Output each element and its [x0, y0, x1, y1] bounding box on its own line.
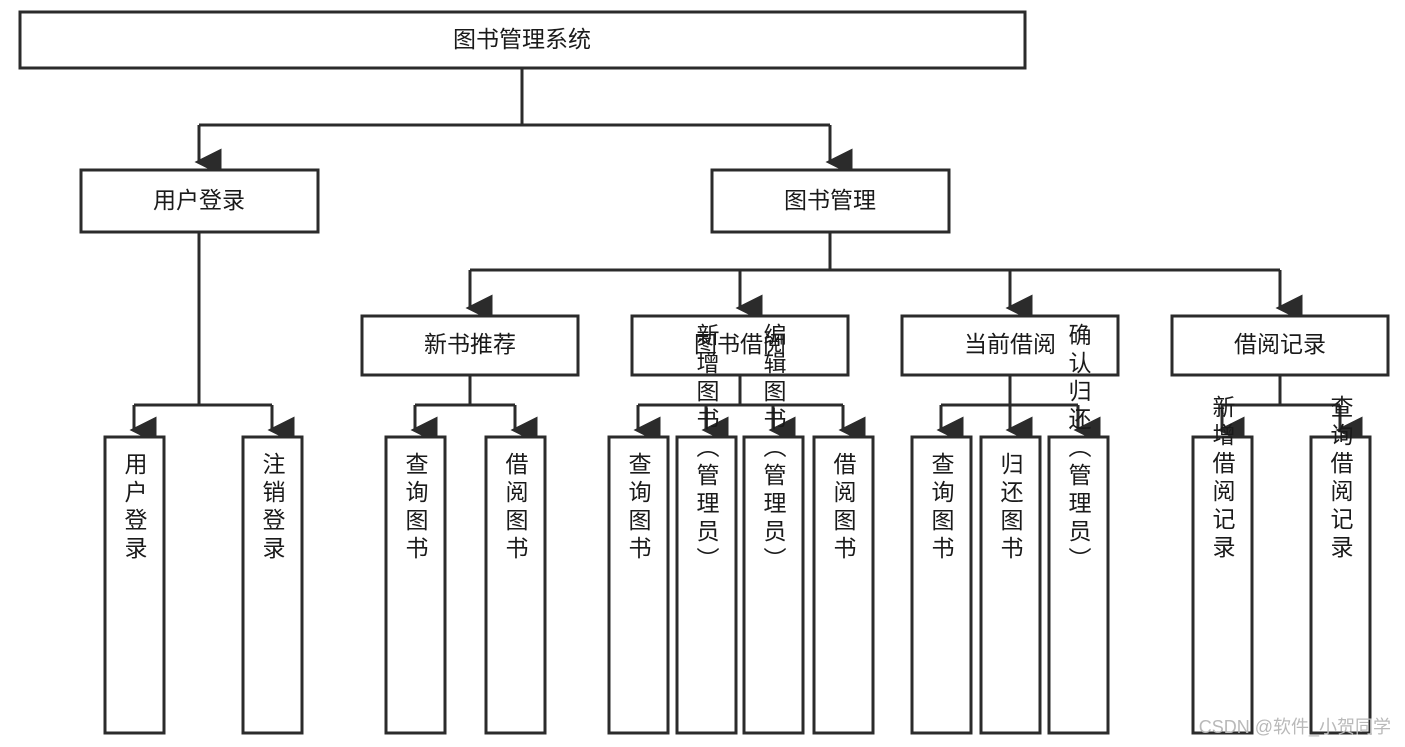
- leaf-query-book-current[interactable]: 查询图书: [910, 435, 973, 735]
- node-book-management-box[interactable]: [710, 168, 951, 234]
- leaf-edit-book-admin-box[interactable]: [742, 435, 805, 735]
- node-root-system[interactable]: 图书管理系统: [18, 10, 1027, 70]
- node-borrow-records-label: 借阅记录: [1234, 331, 1326, 357]
- node-new-book-recommend-label: 新书推荐: [424, 331, 516, 357]
- node-book-management-label: 图书管理: [784, 187, 876, 213]
- leaf-query-book-recommend-label: 查询图书: [402, 452, 429, 564]
- node-borrow-records[interactable]: 借阅记录: [1170, 314, 1390, 377]
- node-root-system-box[interactable]: [18, 10, 1027, 70]
- leaf-borrow-book[interactable]: 借阅图书: [812, 435, 875, 735]
- node-user-login-label: 用户登录: [153, 187, 245, 213]
- leaf-user-login-label: 用户登录: [121, 452, 148, 564]
- leaf-return-book[interactable]: 归还图书: [979, 435, 1042, 735]
- leaf-add-book-admin-label: 新增图书（管理员）: [693, 323, 720, 575]
- node-new-book-recommend-box[interactable]: [360, 314, 580, 377]
- leaf-query-book-current-box[interactable]: [910, 435, 973, 735]
- leaf-query-book-recommend-box[interactable]: [384, 435, 447, 735]
- leaf-query-borrow-record-box[interactable]: [1309, 435, 1372, 735]
- node-current-borrow-box[interactable]: [900, 314, 1120, 377]
- node-book-management[interactable]: 图书管理: [710, 168, 951, 234]
- node-current-borrow[interactable]: 当前借阅: [900, 314, 1120, 377]
- leaf-logout-label: 注销登录: [259, 452, 286, 564]
- leaf-user-login-box[interactable]: [103, 435, 166, 735]
- leaf-borrow-book-recommend-box[interactable]: [484, 435, 547, 735]
- leaf-user-login[interactable]: 用户登录: [103, 435, 166, 735]
- node-book-borrow[interactable]: 图书借阅: [630, 314, 850, 377]
- node-borrow-records-box[interactable]: [1170, 314, 1390, 377]
- node-book-borrow-label: 图书借阅: [694, 331, 786, 357]
- connector-layer: [129, 68, 1363, 444]
- leaf-add-borrow-record-box[interactable]: [1191, 435, 1254, 735]
- leaf-return-book-label: 归还图书: [997, 452, 1024, 564]
- leaf-borrow-book-box[interactable]: [812, 435, 875, 735]
- leaf-add-book-admin[interactable]: 新增图书（管理员）: [675, 323, 738, 735]
- leaf-query-borrow-record[interactable]: 查询借阅记录: [1309, 395, 1372, 735]
- leaf-borrow-book-recommend[interactable]: 借阅图书: [484, 435, 547, 735]
- leaf-add-borrow-record-label: 新增借阅记录: [1209, 395, 1236, 563]
- leaf-confirm-return-admin[interactable]: 确认归还（管理员）: [1047, 323, 1110, 735]
- leaf-logout[interactable]: 注销登录: [241, 435, 304, 735]
- node-user-login-box[interactable]: [79, 168, 320, 234]
- leaf-query-book-recommend[interactable]: 查询图书: [384, 435, 447, 735]
- node-new-book-recommend[interactable]: 新书推荐: [360, 314, 580, 377]
- leaf-edit-book-admin[interactable]: 编辑图书（管理员）: [742, 323, 805, 735]
- leaf-add-book-admin-box[interactable]: [675, 435, 738, 735]
- node-user-login[interactable]: 用户登录: [79, 168, 320, 234]
- leaf-query-borrow-record-label: 查询借阅记录: [1327, 395, 1354, 563]
- node-current-borrow-label: 当前借阅: [964, 331, 1056, 357]
- leaf-logout-box[interactable]: [241, 435, 304, 735]
- leaf-query-book-borrow[interactable]: 查询图书: [607, 435, 670, 735]
- leaf-add-borrow-record[interactable]: 新增借阅记录: [1191, 395, 1254, 735]
- leaf-borrow-book-label: 借阅图书: [830, 452, 857, 564]
- leaf-query-book-borrow-label: 查询图书: [625, 452, 652, 564]
- leaf-confirm-return-admin-label: 确认归还（管理员）: [1065, 323, 1092, 575]
- leaf-confirm-return-admin-box[interactable]: [1047, 435, 1110, 735]
- leaf-edit-book-admin-label: 编辑图书（管理员）: [760, 323, 787, 575]
- leaf-query-book-current-label: 查询图书: [928, 452, 955, 564]
- leaf-return-book-box[interactable]: [979, 435, 1042, 735]
- leaf-borrow-book-recommend-label: 借阅图书: [502, 452, 529, 564]
- leaf-query-book-borrow-box[interactable]: [607, 435, 670, 735]
- node-book-borrow-box[interactable]: [630, 314, 850, 377]
- node-root-system-label: 图书管理系统: [453, 26, 591, 52]
